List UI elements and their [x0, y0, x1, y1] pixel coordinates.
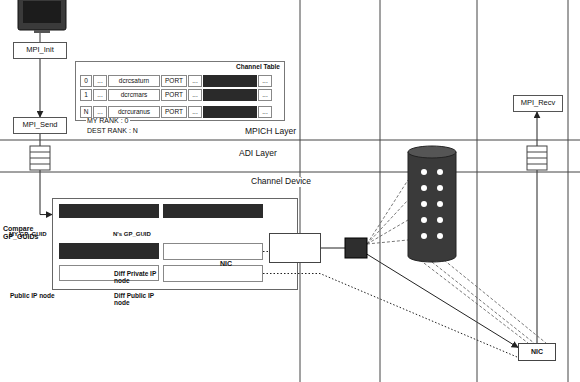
table-cell: dcrcuranus: [108, 106, 160, 118]
node-text: MY GP_GUID: [9, 230, 55, 239]
table-cell: dcrcmars: [108, 89, 160, 101]
table-cell: ...: [258, 106, 272, 118]
node-text: Public IP node: [10, 292, 56, 299]
guid-field: N's GP_GUID: [163, 204, 263, 230]
table-cell: ...: [93, 75, 107, 87]
table-cell: ...: [258, 75, 272, 87]
table-cell: 0: [80, 75, 92, 87]
guid-bar: [59, 204, 159, 218]
node-text: Diff Private IP node: [114, 270, 160, 285]
rank-note: MY RANK : 0: [86, 117, 130, 125]
queue-icon: [527, 146, 547, 170]
database-icon: [408, 146, 456, 262]
node-text: Diff Public IP node: [114, 292, 160, 307]
layer-name: MPICH Layer: [244, 127, 297, 137]
table-cell: 1: [80, 89, 92, 101]
dotted-link: [263, 274, 518, 358]
computer-icon: [18, 0, 66, 42]
guid-bar: [163, 204, 263, 218]
rank-note: DEST RANK : N: [86, 127, 139, 135]
flow-arrow: [321, 248, 518, 348]
table-dark-cells: [203, 75, 257, 118]
table-cell: PORT: [161, 106, 187, 118]
queue-icon: [30, 146, 50, 170]
layer-name: Channel Device: [250, 177, 312, 187]
flow-arrow: [40, 59, 41, 117]
table-cell: PORT: [161, 89, 187, 101]
table-cell: ...: [258, 89, 272, 101]
node-text: MPI_Init: [26, 46, 54, 55]
process-box: MPI_Recv: [513, 95, 563, 112]
guid-field: MY GP_GUID: [59, 204, 159, 230]
nic-box: NIC: [269, 233, 321, 263]
node-text: MPI_Recv: [521, 99, 556, 108]
guid-bar: [59, 243, 159, 259]
router-icon: [345, 238, 367, 258]
node-text: N's GP_GUID: [113, 230, 159, 239]
layer-name: ADI Layer: [238, 149, 278, 159]
channel-device-box: Compare GP_GUIDsMY GP_GUIDPublic IP node…: [52, 198, 298, 290]
table-cell: PORT: [161, 75, 187, 87]
nic-box: NIC: [518, 343, 556, 361]
table-cell: dcrcsaturn: [108, 75, 160, 87]
field-cell: Diff Public IP node: [163, 265, 263, 282]
node-text: Channel Table: [236, 63, 280, 70]
table-cell: ...: [93, 89, 107, 101]
table-cell: ...: [93, 106, 107, 118]
table-cell: ...: [188, 89, 202, 101]
node-text: MPI_Send: [22, 121, 57, 130]
table-cell: ...: [188, 106, 202, 118]
node-text: NIC: [220, 260, 266, 268]
process-box: MPI_Init: [13, 42, 67, 59]
table-cell: ...: [188, 75, 202, 87]
table-cell: N: [80, 106, 92, 118]
field-cell: Diff Private IP node: [163, 243, 263, 260]
process-box: MPI_Send: [13, 117, 67, 134]
node-text: NIC: [531, 348, 543, 356]
